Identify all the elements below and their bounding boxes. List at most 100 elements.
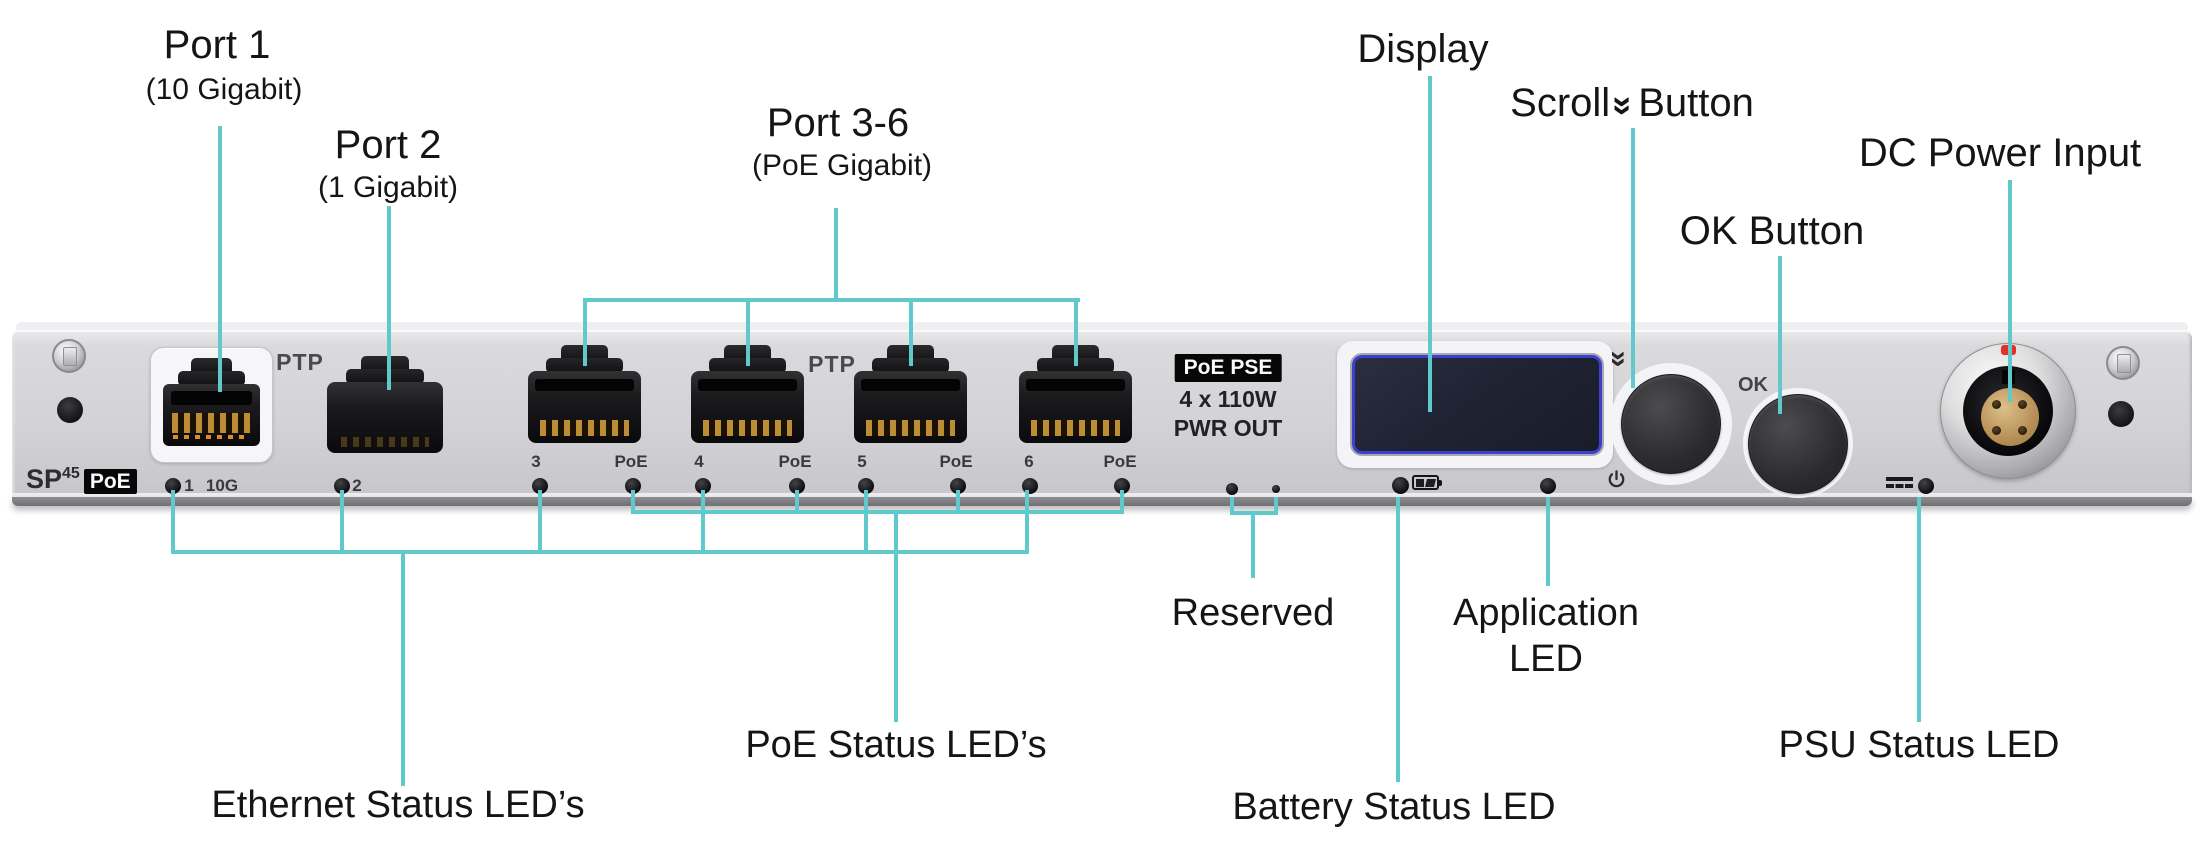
poe-stub-5 — [956, 490, 960, 512]
callout-line-ok — [1778, 256, 1782, 414]
port-1-number-label: 1 — [184, 476, 194, 495]
ethernet-led-1 — [165, 478, 181, 494]
dc-pin — [1992, 426, 2001, 435]
chassis-top-face — [16, 322, 2188, 332]
callout-line-port4 — [746, 300, 750, 366]
port-1-speed-label: 10G — [205, 476, 239, 495]
label-ethernet-status: Ethernet Status LED’s — [211, 784, 585, 826]
port-6-number-label: 6 — [1024, 452, 1034, 471]
scroll-chevron-icon: » — [1603, 350, 1636, 368]
callout-line-port36-bar — [583, 298, 1080, 302]
label-port1-subtitle: (10 Gigabit) — [145, 73, 303, 106]
label-application-line2: LED — [1509, 638, 1583, 680]
ethernet-led-4 — [695, 478, 711, 494]
label-scroll-post: Button — [1638, 81, 1754, 125]
poe-led-5 — [950, 478, 966, 494]
logo-poe-badge: PoE — [83, 469, 137, 494]
dc-pin — [2018, 426, 2027, 435]
label-port36-title: Port 3-6 — [766, 101, 910, 145]
callout-line-port36-stem — [834, 208, 838, 302]
callout-line-psu — [1917, 497, 1921, 722]
ptp-label-2: PTP — [808, 351, 856, 377]
label-reserved: Reserved — [1171, 592, 1335, 634]
port-3-number-label: 3 — [531, 452, 541, 471]
pse-power-line: 4 x 110W — [1179, 386, 1277, 412]
ethernet-led-5 — [858, 478, 874, 494]
ethernet-led-2 — [334, 478, 350, 494]
label-display: Display — [1357, 27, 1489, 71]
label-dc-power-input: DC Power Input — [1858, 131, 2142, 175]
rj45-port-5 — [854, 345, 967, 445]
label-battery-status: Battery Status LED — [1232, 786, 1556, 828]
reserved-stub-1 — [1230, 497, 1234, 515]
rj45-port-1 — [163, 358, 260, 452]
port-6-poe-label: PoE — [1103, 452, 1137, 471]
eth-stub-1 — [171, 490, 175, 552]
label-port1-title: Port 1 — [163, 23, 271, 67]
callout-line-reserved — [1251, 513, 1255, 578]
poe-pse-block: PoE PSE 4 x 110W PWR OUT — [1173, 354, 1283, 442]
battery-icon — [1412, 475, 1442, 490]
ok-button-label: OK — [1738, 374, 1768, 396]
callout-line-battery — [1396, 497, 1400, 782]
label-psu-status: PSU Status LED — [1778, 724, 2060, 766]
callout-line-port3 — [583, 300, 587, 366]
callout-line-application — [1546, 497, 1550, 586]
application-led — [1540, 478, 1556, 494]
port-1-pins — [172, 413, 251, 433]
callout-line-display — [1428, 76, 1432, 412]
callout-line-poe-status — [894, 512, 898, 722]
port-5-poe-label: PoE — [939, 452, 973, 471]
dc-pin — [1992, 400, 2001, 409]
poe-bracket-bar — [631, 510, 1124, 514]
poe-led-6 — [1114, 478, 1130, 494]
psu-status-led — [1918, 478, 1934, 494]
ok-button[interactable] — [1748, 394, 1848, 494]
logo-model: SP — [26, 464, 63, 494]
callout-line-port2 — [387, 206, 391, 390]
label-scroll-pre: Scroll — [1510, 81, 1611, 125]
reserved-led-1 — [1226, 483, 1238, 495]
callout-line-scroll — [1631, 128, 1635, 388]
rj45-port-3 — [528, 345, 641, 445]
poe-pse-badge: PoE PSE — [1174, 354, 1282, 382]
port-2-number-label: 2 — [352, 476, 362, 495]
label-scroll-button: Scroll»Button — [1510, 82, 1754, 124]
label-chevron-down-icon: » — [1604, 95, 1646, 116]
mounting-hole-left — [57, 397, 83, 423]
screw-icon-left — [52, 339, 86, 373]
scroll-button[interactable] — [1621, 374, 1721, 474]
ethernet-led-3 — [532, 478, 548, 494]
eth-bracket-bar — [171, 550, 1029, 554]
label-poe-status: PoE Status LED’s — [745, 724, 1047, 766]
dc-voltage-icon — [1886, 477, 1913, 488]
port-4-number-label: 4 — [694, 452, 704, 471]
reserved-stub-2 — [1274, 497, 1278, 515]
dc-pin — [2018, 400, 2027, 409]
screw-icon-right — [2106, 346, 2140, 380]
label-port36-subtitle: (PoE Gigabit) — [751, 149, 933, 182]
pse-output-line: PWR OUT — [1173, 415, 1283, 441]
label-port2-subtitle: (1 Gigabit) — [317, 171, 459, 204]
poe-stub-6 — [1120, 490, 1124, 512]
poe-led-3 — [625, 478, 641, 494]
callout-line-ethernet-status — [401, 552, 405, 786]
eth-stub-6 — [1025, 490, 1029, 552]
port-5-number-label: 5 — [857, 452, 867, 471]
port-4-poe-label: PoE — [778, 452, 812, 471]
poe-stub-4 — [795, 490, 799, 512]
logo-sup: 45 — [62, 465, 80, 482]
poe-stub-3 — [631, 490, 635, 512]
eth-stub-3 — [538, 490, 542, 552]
eth-stub-5 — [864, 490, 868, 552]
rj45-port-2 — [327, 356, 443, 455]
display-screen — [1352, 355, 1602, 454]
label-ok-button: OK Button — [1679, 209, 1865, 253]
callout-line-dc — [2008, 180, 2012, 402]
ptp-label-1: PTP — [276, 349, 324, 375]
callout-line-port6 — [1074, 300, 1078, 366]
eth-stub-2 — [340, 490, 344, 552]
mounting-hole-right — [2108, 401, 2134, 427]
